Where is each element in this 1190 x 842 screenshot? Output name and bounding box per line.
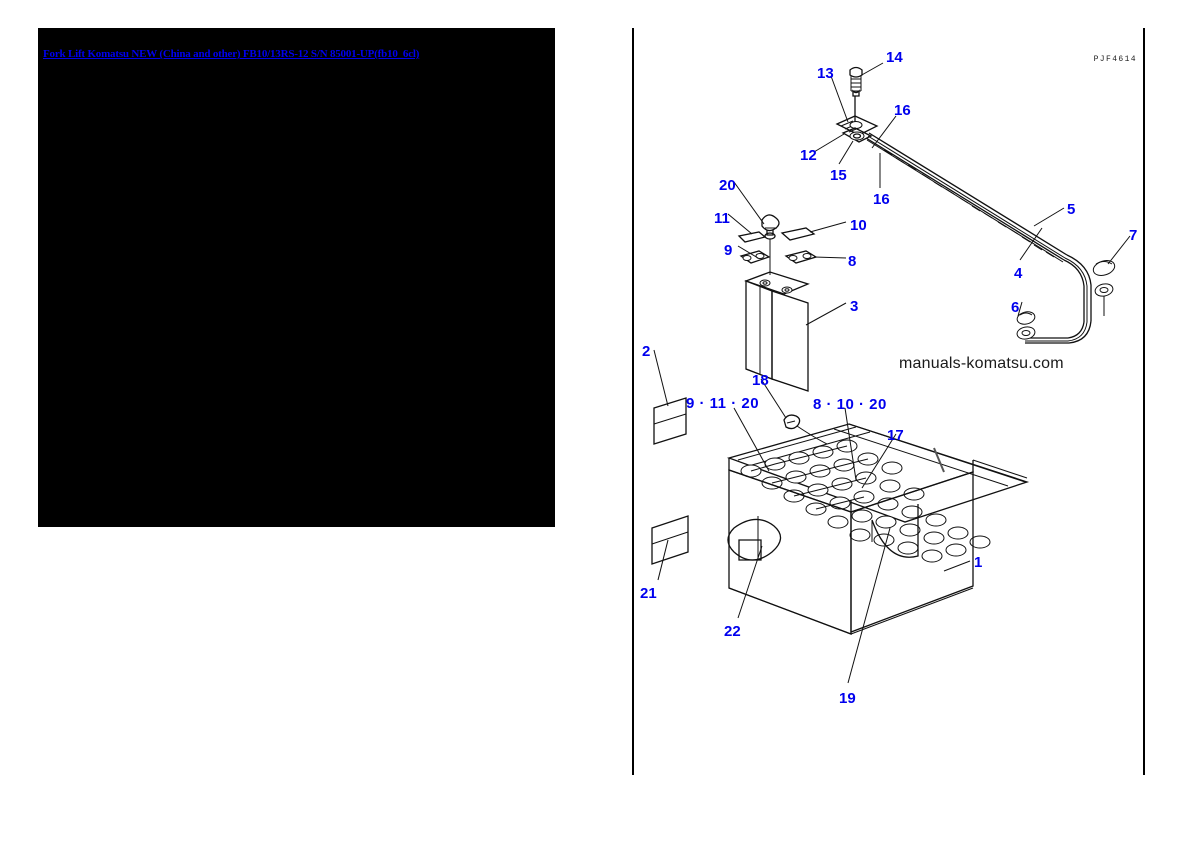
callout-15: 15 [830,167,847,184]
single-cell-group [737,214,818,392]
terminal-assembly-group [835,66,879,143]
clip-18-group [783,414,828,445]
callout-14: 14 [886,49,903,66]
callout-11: 11 [714,210,730,227]
callout-21: 21 [640,585,657,602]
callout-7: 7 [1129,227,1138,244]
callout-10: 10 [850,217,867,234]
clamp-6-group [1016,311,1036,340]
leader-lines [653,62,1131,684]
callout-19: 19 [839,690,856,707]
callout-4: 4 [1014,265,1023,282]
callout-12: 12 [800,147,817,164]
callout-6: 6 [1011,299,1020,316]
callout-20: 20 [719,177,736,194]
site-watermark: manuals-komatsu.com [899,355,1064,372]
parts-diagram-panel: PJF4614 [632,28,1145,775]
callout-16-top: 16 [894,102,911,119]
parts-drawing [651,62,1131,684]
callout-5: 5 [1067,201,1076,218]
battery-box-group [726,423,1030,635]
callout-13: 13 [817,65,834,82]
document-preview-panel: Fork Lift Komatsu NEW (China and other) … [38,28,555,527]
cover-plates-group [651,397,689,565]
callout-1: 1 [974,554,983,571]
drawing-code-label: PJF4614 [1093,55,1137,64]
clamp-7-group [1092,260,1116,316]
callout-8-10-20: 8 · 10 · 20 [813,396,887,413]
callout-9: 9 [724,242,733,259]
document-title-link[interactable]: Fork Lift Komatsu NEW (China and other) … [43,48,420,60]
callout-3: 3 [850,298,859,315]
callout-16-lower: 16 [873,191,890,208]
callout-9-11-20: 9 · 11 · 20 [686,395,760,412]
long-cable-group [865,132,1092,344]
callout-18: 18 [752,372,769,389]
callout-22: 22 [724,623,741,640]
callout-8: 8 [848,253,857,270]
callout-2: 2 [642,343,651,360]
callout-17: 17 [887,427,904,444]
